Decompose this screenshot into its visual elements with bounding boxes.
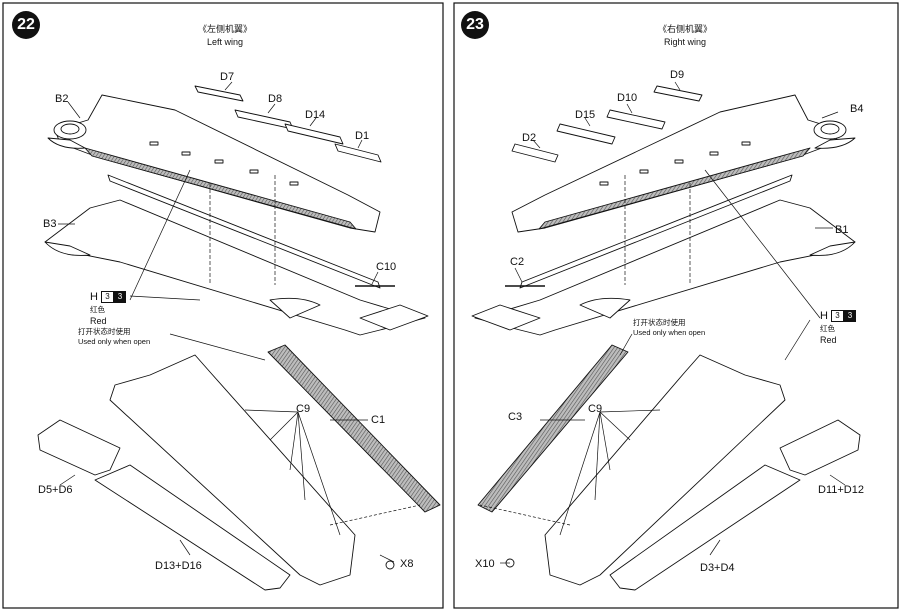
paint-code: H xyxy=(90,291,98,303)
paint-callout-right: H 3 3 xyxy=(820,310,856,322)
part-D3-D4 xyxy=(609,464,801,591)
part-D14 xyxy=(284,123,344,145)
part-D10 xyxy=(606,109,666,130)
label-D10: D10 xyxy=(617,92,638,104)
label-B1: B1 xyxy=(835,224,849,236)
right-open-wing-assembly xyxy=(477,344,861,591)
step-22-title-cn: 《左侧机翼》 xyxy=(197,24,252,34)
step-23-title-en: Right wing xyxy=(663,37,707,47)
note-en-right: Used only when open xyxy=(633,328,706,337)
paint-callout-left: H 3 3 xyxy=(90,291,126,303)
label-C9-right: C9 xyxy=(588,403,603,415)
label-D11-D12: D11+D12 xyxy=(818,484,864,496)
label-C2: C2 xyxy=(510,256,525,268)
label-C3: C3 xyxy=(508,411,523,423)
paint-name-cn-right: 红色 xyxy=(820,324,835,333)
label-X10: X10 xyxy=(475,558,495,570)
note-cn-right: 打开状态时使用 xyxy=(633,318,686,327)
label-D8: D8 xyxy=(268,93,283,105)
part-D2 xyxy=(511,143,559,163)
part-X8 xyxy=(385,560,395,570)
label-D7: D7 xyxy=(220,71,235,83)
part-D5-D6 xyxy=(37,419,121,476)
right-upper-wing-assembly xyxy=(511,85,856,233)
label-C9-left: C9 xyxy=(296,403,311,415)
part-D9 xyxy=(653,85,703,102)
paint-name-en-left: Red xyxy=(90,316,107,326)
label-D9: D9 xyxy=(670,69,685,81)
right-lower-wing-assembly xyxy=(471,199,856,336)
step-number-22: 22 xyxy=(12,11,40,39)
leader-lines xyxy=(58,81,846,564)
paint-number-outline: 3 xyxy=(100,291,114,303)
left-open-wing-body xyxy=(109,354,356,586)
label-D15: D15 xyxy=(575,109,596,121)
part-D8 xyxy=(234,109,294,130)
left-leading-edge-hatched xyxy=(84,147,357,230)
left-aileron xyxy=(359,304,429,331)
label-D5-D6: D5+D6 xyxy=(38,484,73,496)
step-number-23: 23 xyxy=(461,11,489,39)
left-open-wing-assembly xyxy=(37,344,441,591)
right-leading-edge-hatched xyxy=(538,147,811,230)
label-C10: C10 xyxy=(376,261,397,273)
part-D13-D16 xyxy=(94,464,291,591)
left-lower-wing-assembly xyxy=(44,199,429,336)
left-panel-border xyxy=(2,2,444,609)
right-panel-border xyxy=(453,2,899,609)
label-B2: B2 xyxy=(55,93,69,105)
note-en-left: Used only when open xyxy=(78,337,151,346)
left-rail xyxy=(107,174,381,289)
paint-code: H xyxy=(820,310,828,322)
paint-number-filled: 3 xyxy=(843,310,856,322)
part-D7 xyxy=(194,85,244,102)
label-D13-D16: D13+D16 xyxy=(155,560,202,572)
right-rail xyxy=(519,174,793,289)
label-D14: D14 xyxy=(305,109,326,121)
label-B4: B4 xyxy=(850,103,864,115)
paint-number-filled: 3 xyxy=(113,291,126,303)
part-D15 xyxy=(556,123,616,145)
part-C1 xyxy=(267,344,441,513)
left-upper-wing-assembly xyxy=(47,85,382,233)
label-B3: B3 xyxy=(43,218,57,230)
part-D11-D12 xyxy=(779,419,861,476)
step-23-title-cn: 《右侧机翼》 xyxy=(657,24,712,34)
label-D1: D1 xyxy=(355,130,370,142)
label-D2: D2 xyxy=(522,132,537,144)
paint-number-outline: 3 xyxy=(830,310,844,322)
paint-name-en-right: Red xyxy=(820,335,837,345)
label-D3-D4: D3+D4 xyxy=(700,562,735,574)
part-D1 xyxy=(334,143,382,163)
step-22-title-en: Left wing xyxy=(206,37,244,47)
label-C1: C1 xyxy=(371,414,386,426)
right-open-wing-body xyxy=(544,354,786,586)
label-X8: X8 xyxy=(400,558,414,570)
right-aileron xyxy=(471,304,541,331)
note-cn-left: 打开状态时使用 xyxy=(78,327,131,336)
paint-name-cn-left: 红色 xyxy=(90,305,105,314)
